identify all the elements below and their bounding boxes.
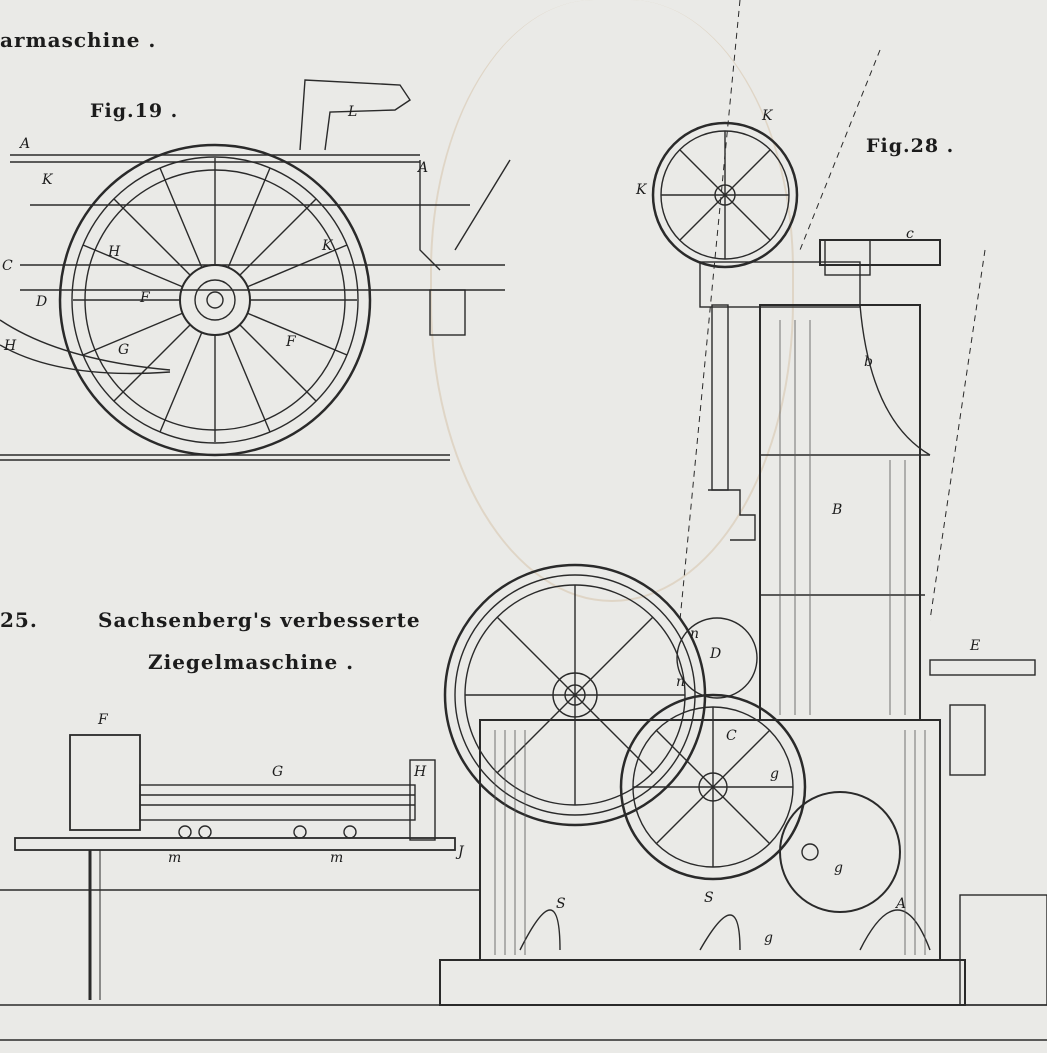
fig19-letter: K	[322, 238, 333, 254]
fig28-letter: D	[710, 646, 722, 662]
fig19-letter: H	[4, 338, 17, 354]
fig28-letter: g	[834, 860, 843, 876]
fig28-letter: n	[676, 674, 686, 690]
fig19-letter: F	[140, 290, 150, 306]
fig28-letter: b	[864, 354, 873, 370]
fig25-label-fragment: 25.	[0, 608, 38, 632]
fig28-letter: C	[726, 728, 737, 744]
fig25-letter: H	[414, 764, 427, 780]
fig28-letter: n	[690, 626, 700, 642]
fig19-wheel	[58, 143, 372, 457]
fig28-letter: K	[762, 108, 773, 124]
fig28-letter: g	[764, 930, 773, 946]
fig25-letter: G	[272, 764, 284, 780]
header-title-fragment: armaschine .	[0, 28, 157, 52]
caption-line-2: Ziegelmaschine .	[148, 650, 355, 674]
fig28-letter: S	[704, 890, 714, 906]
fig19-letter: A	[20, 136, 31, 152]
fig28-letter: A	[896, 896, 907, 912]
water-stain	[430, 0, 794, 602]
fig28-letter: B	[832, 502, 843, 518]
fig19-letter: L	[348, 104, 358, 120]
fig28-letter: S	[556, 896, 566, 912]
fig19-label: Fig.19 .	[90, 100, 179, 122]
fig19-letter: D	[36, 294, 48, 310]
fig28-label: Fig.28 .	[866, 135, 955, 157]
fig28-letter: c	[906, 226, 914, 242]
fig25-letter: F	[98, 712, 108, 728]
fig25-letter: m	[330, 850, 344, 866]
fig28-letter: E	[970, 638, 981, 654]
fig19-letter: K	[42, 172, 53, 188]
fig19-letter: A	[418, 160, 429, 176]
fig19-letter: F	[286, 334, 296, 350]
fig19-letter: G	[118, 342, 130, 358]
caption-line-1: Sachsenberg's verbesserte	[98, 608, 421, 632]
fig19-letter: H	[108, 244, 121, 260]
fig19-letter: C	[2, 258, 13, 274]
fig25-letter: m	[168, 850, 182, 866]
fig19-carriage	[0, 79, 511, 461]
fig25-letter: J	[458, 844, 464, 860]
fig28-letter: K	[636, 182, 647, 198]
fig25-table	[0, 734, 480, 1000]
fig28-letter: g	[770, 766, 779, 782]
